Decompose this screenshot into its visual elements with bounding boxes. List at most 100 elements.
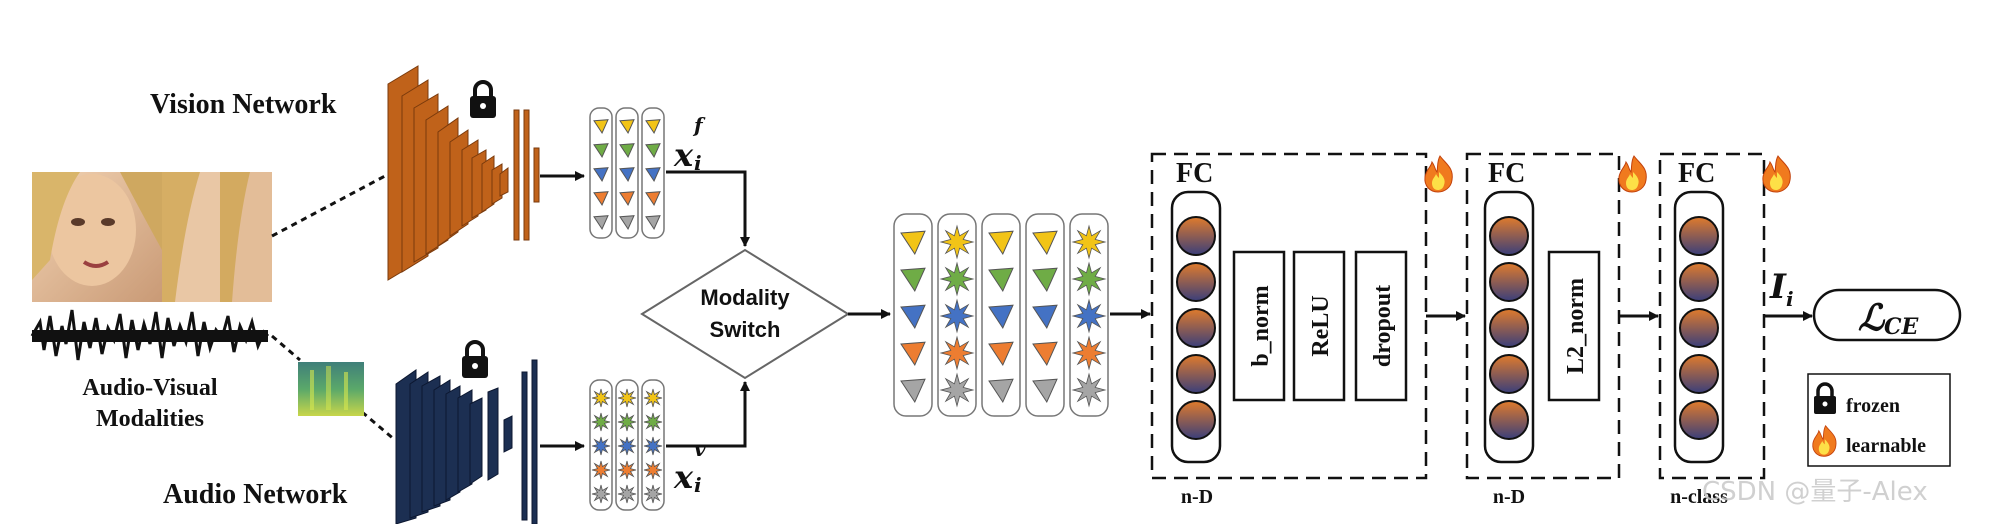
flame-outer	[1762, 155, 1791, 193]
flame-icon	[1618, 155, 1647, 193]
svg-text:x: x	[673, 136, 694, 174]
audio-network	[395, 359, 538, 524]
flame-inner	[1770, 172, 1783, 190]
triangle-token	[645, 119, 661, 135]
triangle-token	[900, 341, 926, 367]
neuron	[1176, 400, 1216, 440]
loss-subscript: CE	[1884, 314, 1920, 340]
flame-outer	[1812, 424, 1837, 457]
flame-inner	[1432, 172, 1445, 190]
neuron	[1679, 400, 1719, 440]
triangle-token	[988, 378, 1014, 404]
fc1-dim-label: n-D	[1181, 486, 1213, 508]
fc-title: FC	[1488, 158, 1525, 189]
neuron	[1176, 216, 1216, 256]
visual-feature-block	[589, 107, 665, 239]
neuron-column	[1170, 190, 1222, 464]
triangle-token	[593, 143, 609, 159]
fc-block-1: FC b_norm ReLU dropout n-D	[1150, 152, 1428, 508]
fc-block-3: FC n-class	[1658, 152, 1766, 508]
b-norm-label: b_norm	[1248, 285, 1274, 366]
l2-norm-label: L2_norm	[1563, 278, 1589, 374]
av-modalities-label-line1: Audio-Visual	[82, 375, 217, 401]
lock-icon	[1814, 382, 1836, 414]
star-token	[643, 388, 663, 408]
audio-feature-label: x v i	[673, 437, 706, 497]
loss-node: ℒ CE	[1812, 288, 1962, 342]
mixed-feature-columns	[893, 213, 1109, 417]
star-token	[939, 224, 975, 260]
av-modalities-label-line2: Modalities	[96, 406, 204, 432]
star-token	[939, 372, 975, 408]
connector-wave-to-spectrogram	[271, 334, 301, 362]
triangle-token	[1032, 267, 1058, 293]
flame-icon	[1812, 424, 1837, 457]
star-token	[617, 484, 637, 504]
svg-text:x: x	[673, 458, 694, 496]
triangle-token	[900, 230, 926, 256]
star-token	[643, 460, 663, 480]
svg-text:v: v	[694, 437, 706, 461]
star-token	[591, 388, 611, 408]
triangle-token	[593, 215, 609, 231]
neuron	[1679, 262, 1719, 302]
visual-feature-label: x f i	[673, 113, 706, 175]
star-token	[939, 298, 975, 334]
fc-title: FC	[1176, 158, 1213, 189]
triangle-token	[619, 215, 635, 231]
star-token	[617, 436, 637, 456]
star-token	[617, 412, 637, 432]
star-token	[643, 484, 663, 504]
triangle-token	[619, 143, 635, 159]
relu-layer	[1292, 250, 1346, 402]
star-token	[591, 460, 611, 480]
triangle-token	[900, 304, 926, 330]
svg-text:i: i	[1786, 287, 1794, 311]
spectrogram	[298, 362, 364, 416]
triangle-token	[593, 191, 609, 207]
legend-learnable-label: learnable	[1846, 435, 1926, 457]
relu-label: ReLU	[1308, 295, 1334, 356]
modality-switch: Modality Switch	[640, 248, 850, 380]
triangle-token	[988, 267, 1014, 293]
triangle-token	[645, 167, 661, 183]
fc-block-2: FC L2_norm n-D	[1465, 152, 1621, 508]
flame-icon	[1424, 155, 1453, 193]
neuron	[1489, 262, 1529, 302]
triangle-token	[1032, 378, 1058, 404]
triangle-token	[1032, 304, 1058, 330]
triangle-token	[900, 378, 926, 404]
svg-text:i: i	[694, 473, 702, 497]
star-token	[939, 261, 975, 297]
star-token	[591, 436, 611, 456]
legend-frozen-label: frozen	[1846, 395, 1900, 417]
neuron	[1679, 354, 1719, 394]
triangle-token	[645, 215, 661, 231]
triangle-token	[593, 119, 609, 135]
loss-symbol: ℒ	[1858, 297, 1886, 339]
output-label: I i	[1769, 267, 1794, 311]
dropout-layer	[1354, 250, 1408, 402]
triangle-token	[593, 167, 609, 183]
connector-spectrogram-to-audio	[361, 410, 396, 442]
triangle-token	[900, 267, 926, 293]
b-norm-layer	[1232, 250, 1286, 402]
triangle-token	[1032, 341, 1058, 367]
triangle-token	[619, 191, 635, 207]
triangle-token	[988, 304, 1014, 330]
vision-network-label: Vision Network	[150, 89, 337, 120]
neuron-column	[1483, 190, 1535, 464]
fc-title: FC	[1678, 158, 1715, 189]
arrow-audio-to-switch	[666, 381, 750, 448]
l2-norm-layer	[1547, 250, 1601, 402]
fc3-dim-label: n-class	[1670, 486, 1728, 508]
svg-text:f: f	[692, 113, 706, 137]
neuron	[1176, 308, 1216, 348]
star-token	[617, 460, 637, 480]
audio-visual-input: Audio-Visual Modalities	[30, 172, 272, 432]
svg-text:I: I	[1769, 267, 1787, 307]
lock-icon	[462, 340, 488, 378]
vision-network	[387, 65, 540, 281]
neuron-column	[1673, 190, 1725, 464]
